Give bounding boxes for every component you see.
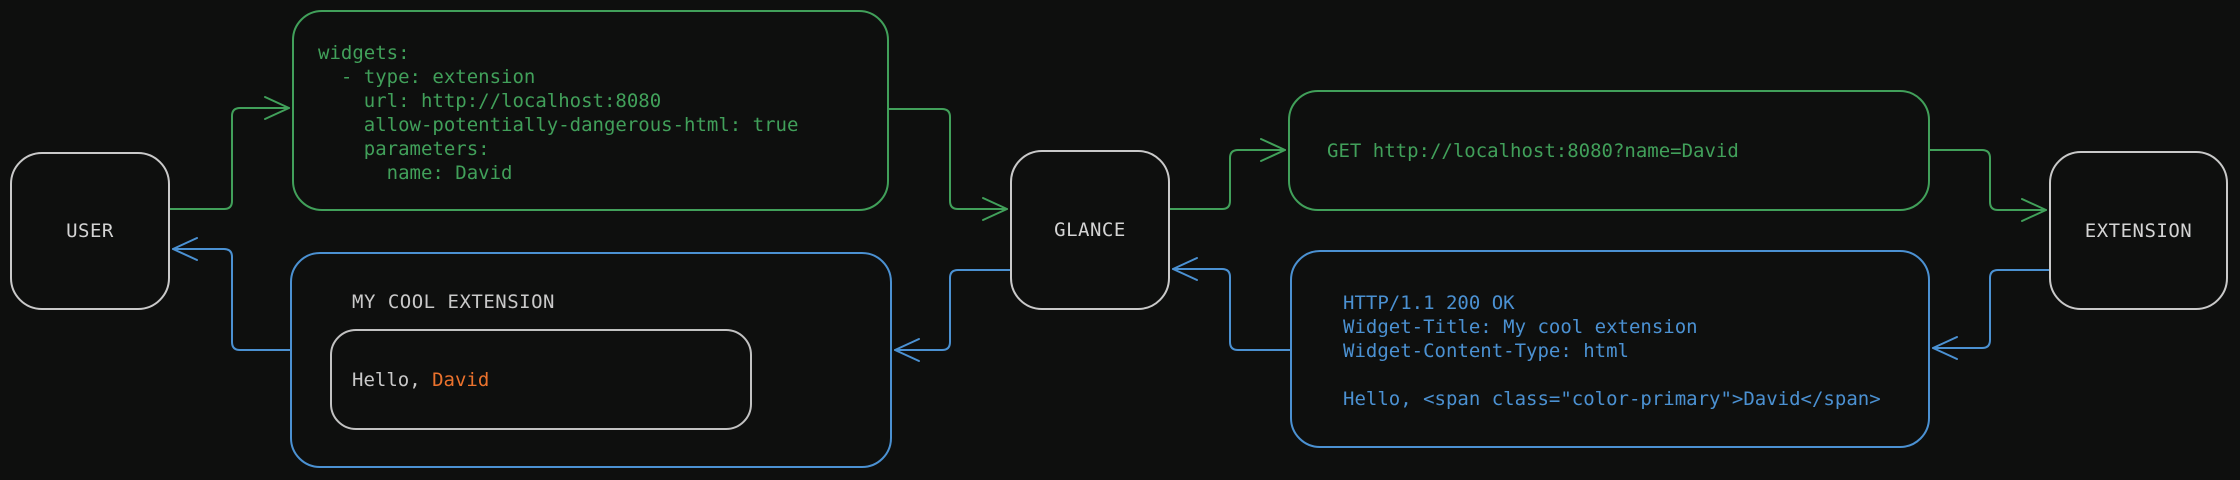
rendered-widget-box: MY COOL EXTENSION Hello, David [290, 252, 892, 468]
http-response-box: HTTP/1.1 200 OK Widget-Title: My cool ex… [1290, 250, 1930, 448]
edge-widget-to-user [172, 248, 291, 351]
code-line: Widget-Title: My cool extension [1343, 316, 1698, 338]
widget-title: MY COOL EXTENSION [352, 291, 555, 313]
code-line: parameters: [318, 138, 490, 160]
edge-glance-to-request [1169, 149, 1286, 210]
code-line: Widget-Content-Type: html [1343, 340, 1629, 362]
arrowhead-left-icon [1932, 336, 1958, 360]
http-request-box: GET http://localhost:8080?name=David [1288, 90, 1930, 211]
edge-user-to-config [169, 107, 290, 210]
node-extension-label: EXTENSION [2084, 219, 2193, 242]
greeting-prefix: Hello, [352, 368, 433, 391]
node-glance: GLANCE [1010, 150, 1170, 310]
edge-glance-to-widget [894, 269, 1011, 351]
widget-greeting-box: Hello, David [330, 329, 752, 430]
arrowhead-right-icon [2021, 198, 2047, 222]
edge-extension-to-response [1932, 269, 2050, 349]
edge-config-to-glance [888, 108, 1008, 210]
arrowhead-right-icon [264, 96, 290, 120]
arrowhead-left-icon [894, 338, 920, 362]
code-line: name: David [318, 162, 513, 184]
arrowhead-left-icon [1172, 257, 1198, 281]
node-user: USER [10, 152, 170, 310]
code-line: - type: extension [318, 66, 536, 88]
greeting-name: David [432, 368, 490, 391]
node-user-label: USER [66, 220, 114, 242]
code-line: url: http://localhost:8080 [318, 90, 662, 112]
arrowhead-right-icon [1260, 138, 1286, 162]
edge-response-to-glance [1172, 268, 1291, 351]
arrowhead-right-icon [982, 197, 1008, 221]
code-line: allow-potentially-dangerous-html: true [318, 114, 799, 136]
arrowhead-left-icon [172, 237, 198, 261]
http-request-text: GET http://localhost:8080?name=David [1327, 139, 1739, 162]
config-yaml-box: widgets: - type: extension url: http://l… [292, 10, 889, 211]
code-line: HTTP/1.1 200 OK [1343, 292, 1515, 314]
code-line: widgets: [318, 42, 410, 64]
node-glance-label: GLANCE [1054, 219, 1126, 241]
node-extension: EXTENSION [2049, 151, 2228, 310]
code-line [1343, 363, 1928, 387]
code-line: Hello, <span class="color-primary">David… [1343, 388, 1881, 410]
edge-request-to-extension [1929, 149, 2047, 211]
